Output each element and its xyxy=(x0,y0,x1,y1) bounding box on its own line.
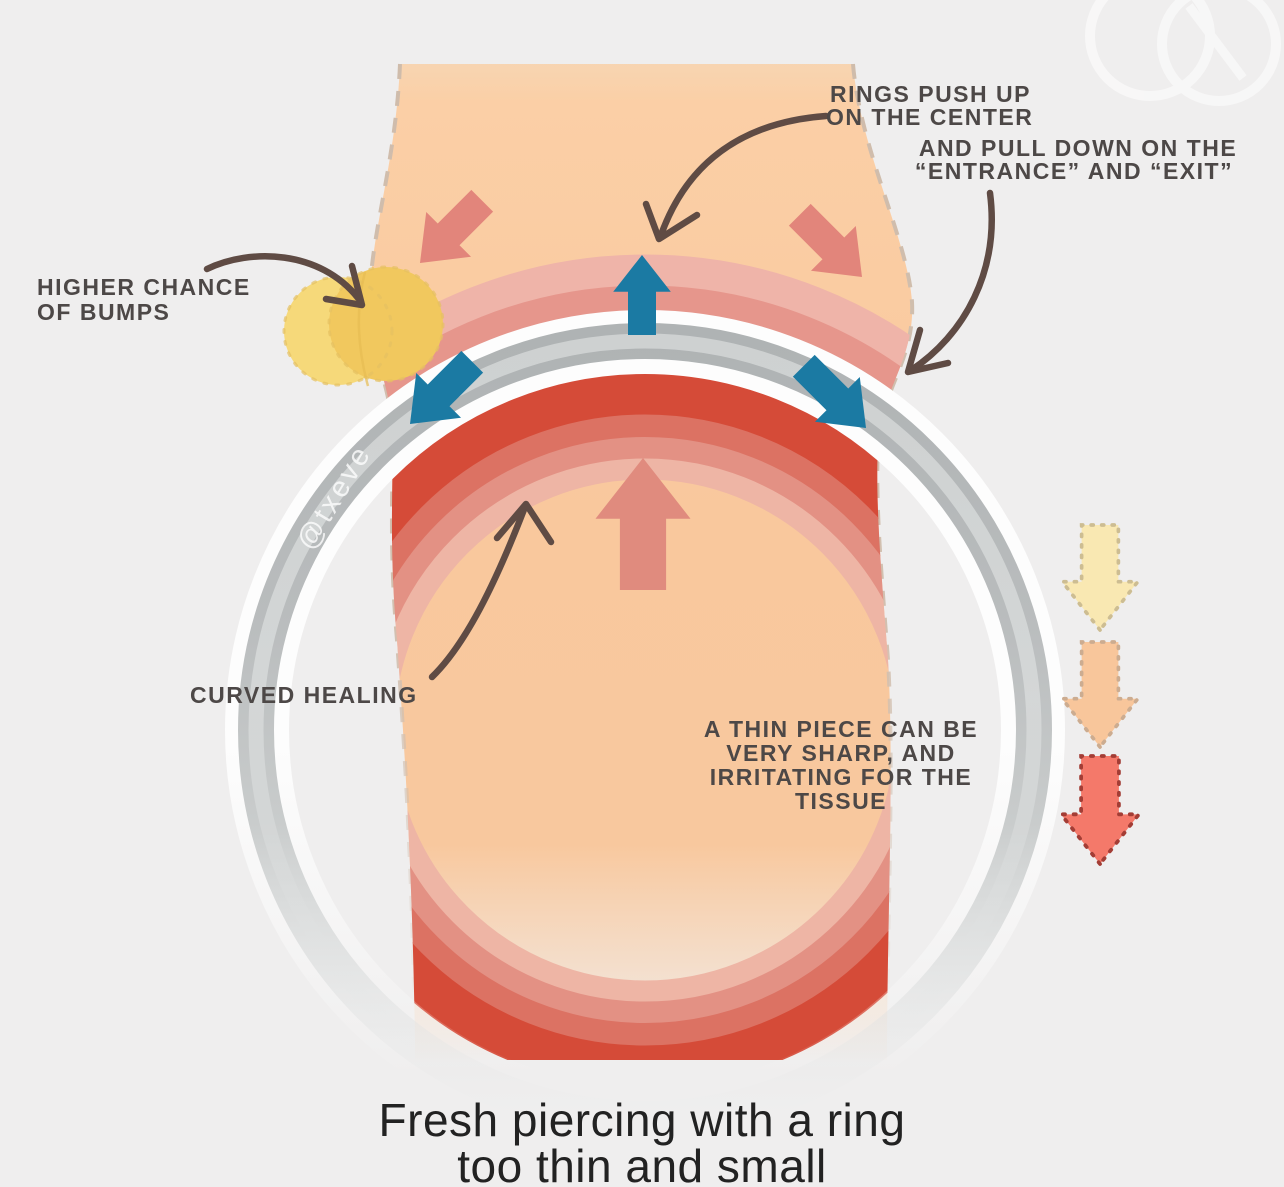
label-pull-down-line2: “ENTRANCE” AND “EXIT” xyxy=(915,158,1233,184)
bump-crease xyxy=(357,271,370,387)
bump-dashed-outline-right xyxy=(327,265,445,383)
caption-line2: too thin and small xyxy=(457,1140,827,1187)
piercing-channel-arc-strong xyxy=(369,414,913,1046)
piercing-channel-arc-medium xyxy=(369,437,913,1023)
annotation-arrows xyxy=(203,112,995,681)
bumps-arrow-curve xyxy=(203,253,362,302)
curved-healing-arrowhead-icon xyxy=(493,500,555,546)
label-thin-piece-line1: A THIN PIECE CAN BE xyxy=(704,716,978,742)
label-bumps-line2: OF BUMPS xyxy=(37,299,170,325)
curved-healing-arrow-curve xyxy=(428,503,529,681)
label-thin-piece-line3: IRRITATING FOR THE xyxy=(710,764,973,790)
label-thin-piece-line4: TISSUE xyxy=(795,788,887,814)
caption: Fresh piercing with a ring too thin and … xyxy=(379,1094,906,1187)
caption-line1: Fresh piercing with a ring xyxy=(379,1094,906,1146)
push-up-arrow-curve xyxy=(657,112,830,239)
brand-rings-logo xyxy=(1085,0,1281,106)
label-curved-healing: CURVED HEALING xyxy=(190,682,418,708)
logo-needle-icon xyxy=(1185,3,1247,81)
label-thin-piece-line2: VERY SHARP, AND xyxy=(726,740,956,766)
label-push-up-line2: ON THE CENTER xyxy=(826,104,1033,130)
annotation-labels: RINGS PUSH UP ON THE CENTER AND PULL DOW… xyxy=(37,81,1237,814)
label-push-up-line1: RINGS PUSH UP xyxy=(830,81,1031,107)
push-up-arrowhead-icon xyxy=(642,200,701,243)
label-bumps-line1: HIGHER CHANCE xyxy=(37,274,251,300)
label-pull-down-line1: AND PULL DOWN ON THE xyxy=(919,135,1237,161)
jewelry-ring-sheen xyxy=(248,333,1042,1127)
logo-ring-right-icon xyxy=(1157,0,1281,106)
bumps-arrowhead-icon xyxy=(322,262,366,309)
piercing-channel-arc-severe xyxy=(369,372,913,1060)
pull-down-arrow-curve xyxy=(906,189,995,375)
pull-down-arrowhead-icon xyxy=(904,326,952,376)
